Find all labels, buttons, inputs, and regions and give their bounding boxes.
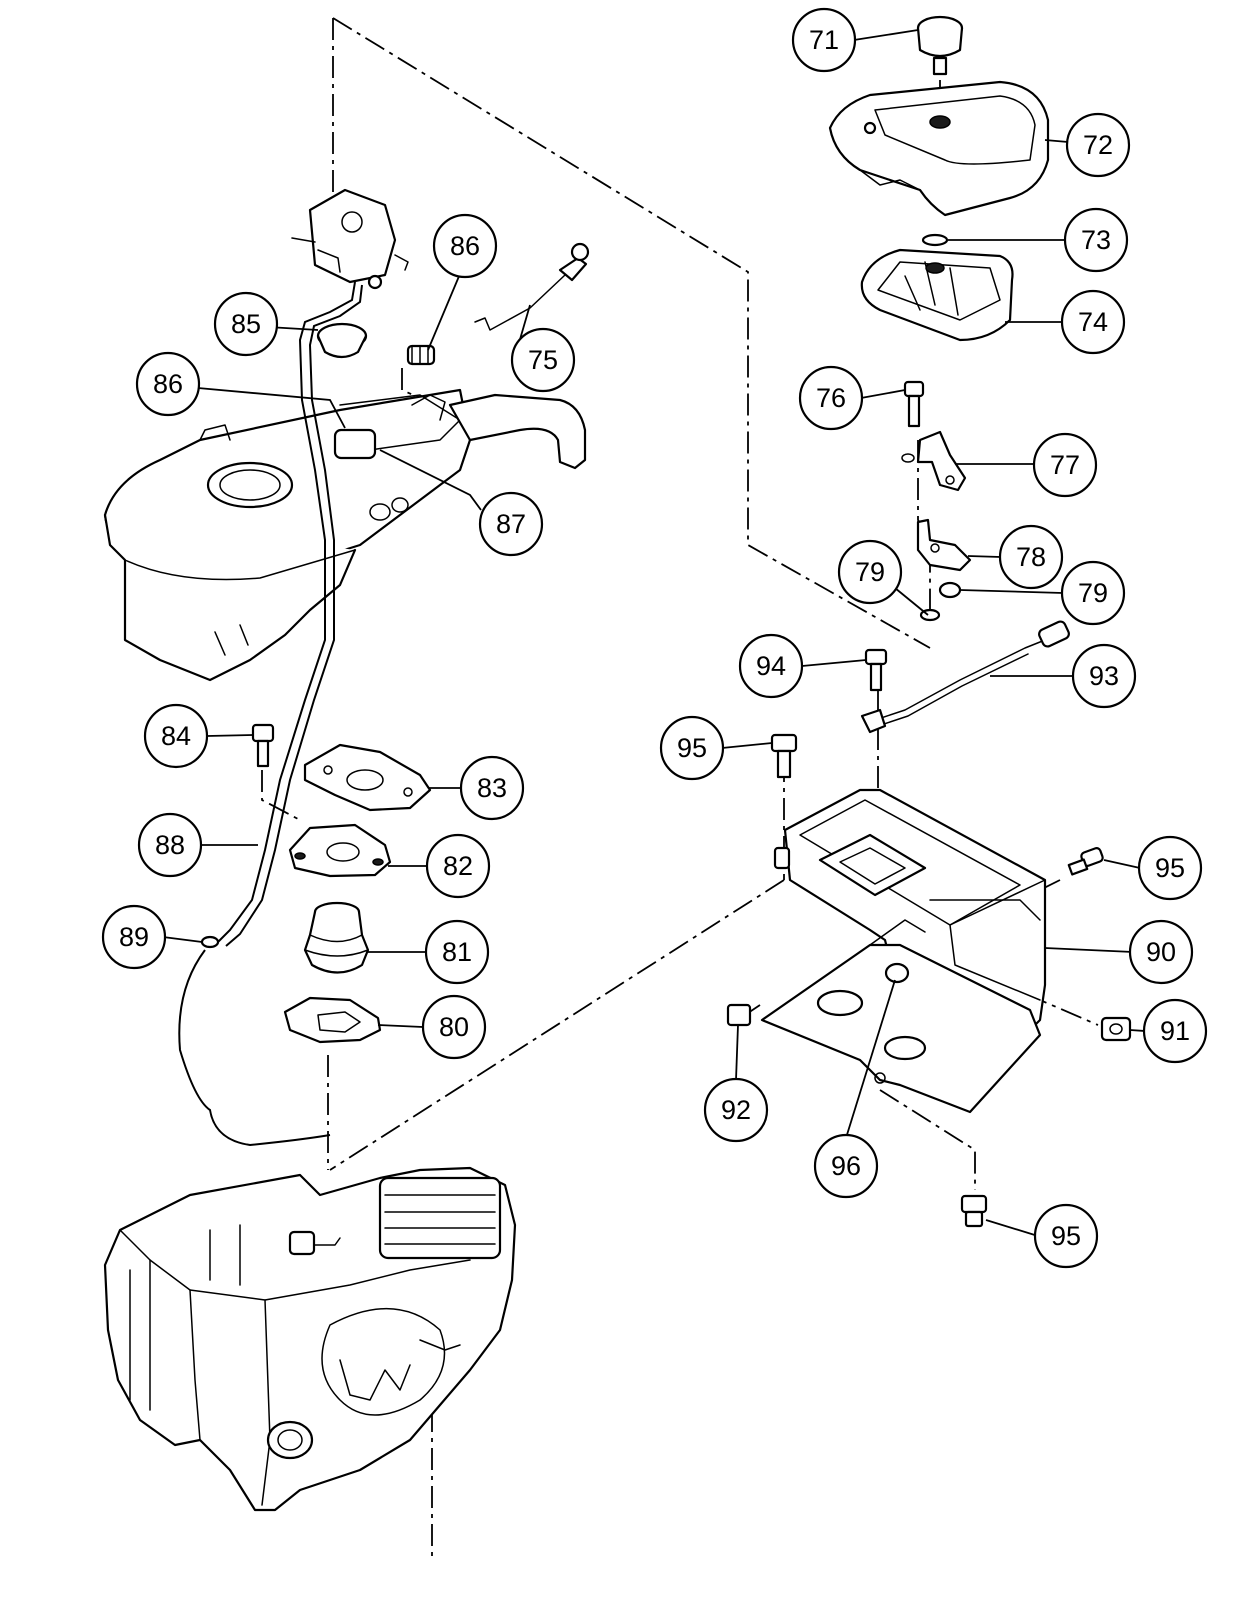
- callout-95-right: 95: [1137, 835, 1203, 901]
- callout-label: 82: [443, 851, 473, 881]
- callout-label: 75: [528, 345, 558, 375]
- air-filter-part: [860, 248, 1014, 342]
- callout-95-top: 95: [659, 715, 725, 781]
- callout-79-left: 79: [837, 539, 903, 605]
- callout-92: 92: [703, 1077, 769, 1143]
- callout-79-right: 79: [1060, 560, 1126, 626]
- callout-label: 81: [442, 937, 472, 967]
- callout-label: 91: [1160, 1016, 1190, 1046]
- callout-label: 83: [477, 773, 507, 803]
- carburetor-part: [291, 188, 409, 290]
- callout-81: 81: [424, 919, 490, 985]
- boot-part-85: [316, 322, 368, 359]
- callout-96: 96: [813, 1133, 879, 1199]
- callout-91: 91: [1142, 998, 1208, 1064]
- callout-label: 79: [855, 557, 885, 587]
- intake-tube-part: [411, 393, 587, 470]
- callout-label: 80: [439, 1012, 469, 1042]
- choke-rod-part-75: [474, 242, 590, 331]
- callout-label: 87: [496, 509, 526, 539]
- bracket-part-77: [901, 430, 967, 492]
- bracket-part-78: [916, 518, 972, 572]
- fuel-tank-part: [103, 388, 472, 682]
- bolt-part-95-right: [1067, 847, 1104, 876]
- callout-75: 75: [510, 327, 576, 393]
- nut-part-91: [1100, 1016, 1132, 1042]
- fuel-hose-part: [178, 281, 363, 1147]
- callout-label: 85: [231, 309, 261, 339]
- callout-label: 73: [1081, 225, 1111, 255]
- callout-80: 80: [421, 994, 487, 1060]
- bolt-part-95-top: [770, 733, 798, 779]
- spark-plug-lead-part-93: [860, 620, 1070, 734]
- callout-77: 77: [1032, 432, 1098, 498]
- callout-label: 95: [1155, 853, 1185, 883]
- gasket-part-80: [283, 996, 382, 1044]
- callout-label: 93: [1089, 661, 1119, 691]
- callout-label: 72: [1083, 130, 1113, 160]
- callout-76: 76: [798, 365, 864, 431]
- callout-label: 71: [809, 25, 839, 55]
- callout-83: 83: [459, 755, 525, 821]
- callout-label: 86: [450, 231, 480, 261]
- callout-label: 96: [831, 1151, 861, 1181]
- callout-95-bottom: 95: [1033, 1203, 1099, 1269]
- callout-label: 74: [1078, 307, 1108, 337]
- callout-label: 78: [1016, 542, 1046, 572]
- callout-85: 85: [213, 291, 279, 357]
- callout-86-top: 86: [432, 213, 498, 279]
- bolt-part-84: [251, 723, 275, 768]
- callout-label: 79: [1078, 578, 1108, 608]
- callout-94: 94: [738, 633, 804, 699]
- bolt-part-76: [903, 380, 925, 428]
- air-filter-cover-part: [828, 80, 1050, 217]
- callout-label: 76: [816, 383, 846, 413]
- callout-label: 77: [1050, 450, 1080, 480]
- bolt-part-95-bottom: [960, 1194, 988, 1228]
- callout-74: 74: [1060, 289, 1126, 355]
- callout-72: 72: [1065, 112, 1131, 178]
- callout-87: 87: [478, 491, 544, 557]
- hose-clip-part-89: [200, 935, 220, 949]
- callout-88: 88: [137, 812, 203, 878]
- intake-flange-part-82: [288, 823, 392, 878]
- callout-90: 90: [1128, 919, 1194, 985]
- callout-73: 73: [1063, 207, 1129, 273]
- callout-89: 89: [101, 904, 167, 970]
- callout-84: 84: [143, 703, 209, 769]
- leader-lines: [162, 29, 1146, 1237]
- rubber-boot-part-81: [303, 901, 370, 974]
- nut-part-92: [726, 1003, 752, 1027]
- washer-part: [921, 233, 949, 247]
- callout-86-left: 86: [135, 351, 201, 417]
- callout-label: 88: [155, 830, 185, 860]
- callout-label: 90: [1146, 937, 1176, 967]
- gasket-part-83: [303, 743, 432, 812]
- cylinder-shroud-part-90: [773, 788, 1047, 1032]
- knob-part: [916, 15, 964, 76]
- callout-label: 84: [161, 721, 191, 751]
- engine-block-part: [103, 1166, 517, 1512]
- callout-78: 78: [998, 524, 1064, 590]
- callout-label: 94: [756, 651, 786, 681]
- bolt-part-94: [864, 648, 888, 692]
- callout-93: 93: [1071, 643, 1137, 709]
- grommet-part-96: [884, 962, 910, 984]
- callout-label: 95: [1051, 1221, 1081, 1251]
- callout-71: 71: [791, 7, 857, 73]
- callout-label: 86: [153, 369, 183, 399]
- callout-label: 95: [677, 733, 707, 763]
- base-plate-part: [760, 919, 1042, 1114]
- grommet-part-86-top: [406, 344, 436, 366]
- callout-82: 82: [425, 833, 491, 899]
- callout-label: 89: [119, 922, 149, 952]
- callout-label: 92: [721, 1095, 751, 1125]
